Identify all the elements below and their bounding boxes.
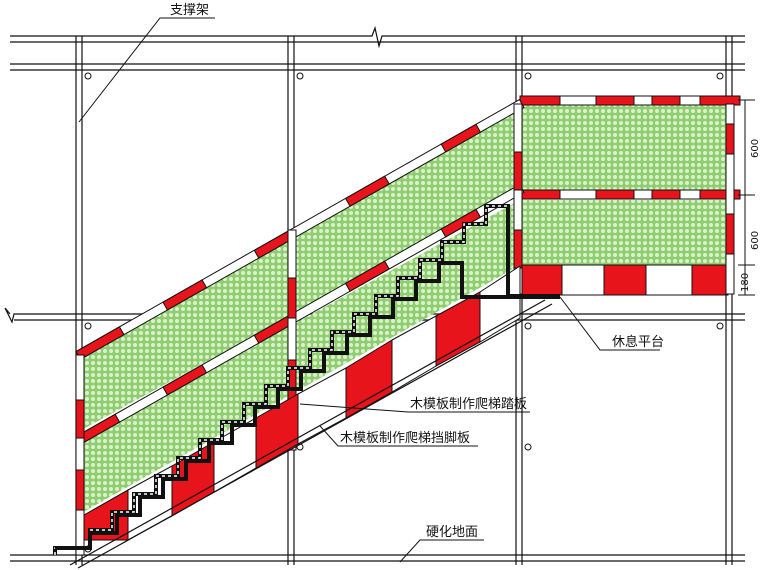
label-support-frame: 支撑架 <box>170 3 209 18</box>
label-tread-board: 木模板制作爬梯踏板 <box>410 397 527 412</box>
dim-toe: 180 <box>740 273 751 292</box>
platform-rails <box>519 95 741 296</box>
dim-upper: 600 <box>750 139 760 158</box>
stair-treads <box>53 204 560 555</box>
label-rest-platform: 休息平台 <box>612 334 664 350</box>
leader-lines <box>78 17 660 563</box>
label-hardened-ground: 硬化地面 <box>426 525 478 540</box>
net-upper-slope <box>78 104 520 432</box>
leader-ground <box>399 539 484 563</box>
rail-posts <box>75 103 735 556</box>
net-platform-lower <box>520 200 728 266</box>
stair-stringer <box>69 299 553 569</box>
leader-toe <box>319 425 478 447</box>
stair-steps-detail <box>55 261 560 550</box>
label-toe-board: 木模板制作爬梯挡脚板 <box>340 430 470 446</box>
net-platform-upper <box>520 104 728 190</box>
dim-lower: 600 <box>750 231 760 250</box>
dimension-lines <box>738 99 755 296</box>
top-ledger <box>10 25 745 49</box>
leader-tread <box>299 403 530 413</box>
leader-rest-platform <box>559 296 660 351</box>
leader-support-frame <box>78 17 215 123</box>
